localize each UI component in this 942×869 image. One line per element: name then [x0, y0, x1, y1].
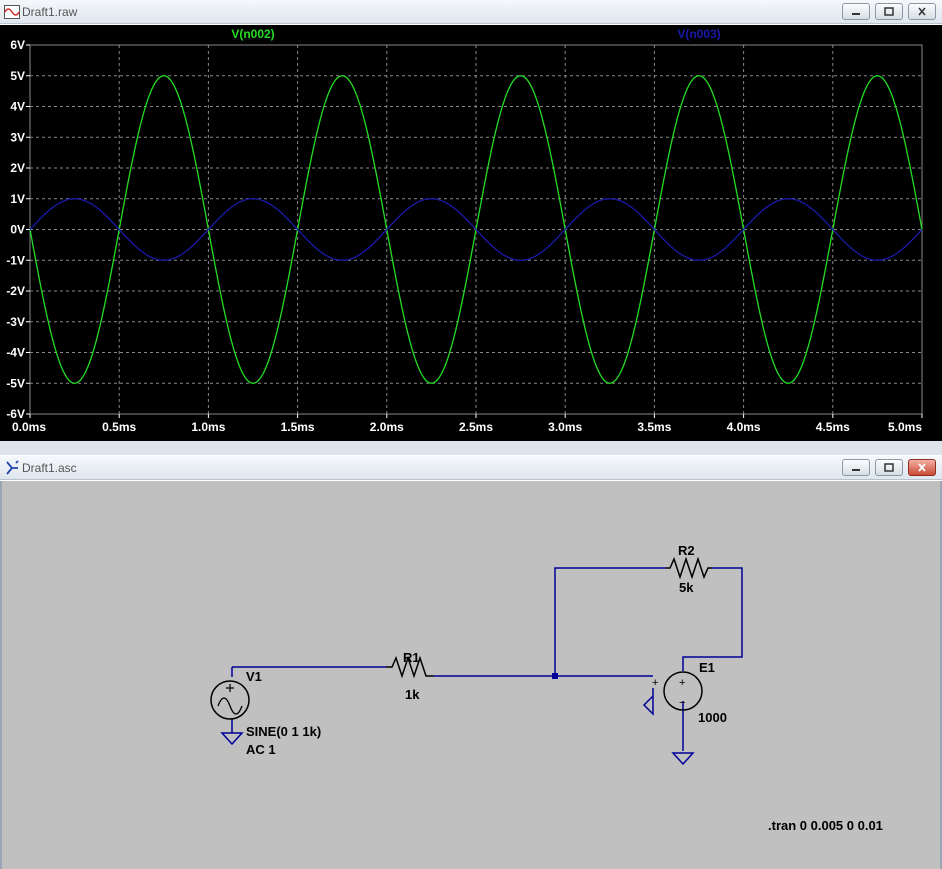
y-tick-label: -5V [6, 376, 25, 390]
ground-e1-icon [671, 752, 695, 766]
x-tick-label: 0.5ms [102, 420, 136, 434]
r2-name: R2 [678, 543, 695, 558]
resistor-r1[interactable] [386, 655, 434, 679]
plot-window-title: Draft1.raw [22, 5, 78, 19]
schematic-minimize-button[interactable] [842, 459, 870, 476]
y-tick-label: -3V [6, 315, 25, 329]
close-icon [918, 463, 926, 472]
trace-v-n003- [29, 198, 923, 261]
e1-minus-sign: − [679, 697, 685, 709]
plot-grid [29, 44, 923, 415]
legend-label[interactable]: V(n003) [677, 27, 720, 41]
plot-axes: 0.0ms 0.5ms 1.0ms 1.5ms 2.0ms 2.5ms 3.0ms 3.5ms… [6, 38, 923, 434]
wires [231, 567, 743, 751]
plus-sign-icon [226, 684, 234, 692]
r2-value: 5k [679, 580, 694, 595]
x-tick-label: 1.5ms [281, 420, 315, 434]
minimize-button[interactable] [842, 3, 870, 20]
vcvs-e1[interactable]: + − + [642, 671, 703, 716]
y-tick-label: -4V [6, 346, 25, 360]
plot-window-titlebar[interactable]: Draft1.raw [0, 0, 942, 24]
ground-e1-input-icon [642, 688, 654, 716]
v1-name: V1 [246, 669, 262, 684]
schematic-drawing[interactable]: R1 1k R2 5k V1 SINE(0 1 1k) AC 1 + − + E… [2, 481, 940, 869]
x-tick-label: 3.5ms [637, 420, 671, 434]
wire-feedback-right[interactable] [682, 567, 743, 671]
y-tick-label: -1V [6, 253, 25, 267]
y-tick-label: 4V [10, 100, 25, 114]
restore-icon [884, 463, 894, 472]
v1-ac: AC 1 [246, 742, 276, 757]
junction-dot [552, 673, 558, 679]
resistor-r2[interactable] [666, 556, 712, 580]
restore-icon [884, 7, 894, 16]
schematic-window-title: Draft1.asc [22, 461, 77, 475]
v1-value: SINE(0 1 1k) [246, 724, 321, 739]
close-button[interactable] [908, 3, 936, 20]
restore-button[interactable] [875, 3, 903, 20]
e1-name: E1 [699, 660, 715, 675]
y-tick-label: -2V [6, 284, 25, 298]
schematic-canvas[interactable]: R1 1k R2 5k V1 SINE(0 1 1k) AC 1 + − + E… [0, 481, 942, 869]
sine-wave-icon [217, 697, 243, 715]
x-tick-label: 0.0ms [12, 420, 46, 434]
source-circle-icon [210, 680, 250, 720]
y-tick-label: 6V [10, 38, 25, 52]
y-tick-label: 3V [10, 130, 25, 144]
schematic-restore-button[interactable] [875, 459, 903, 476]
x-tick-label: 3.0ms [548, 420, 582, 434]
schematic-close-button[interactable] [908, 459, 936, 476]
x-tick-label: 4.5ms [816, 420, 850, 434]
y-tick-label: -6V [6, 407, 25, 421]
x-tick-label: 4.0ms [727, 420, 761, 434]
y-tick-label: 1V [10, 192, 25, 206]
e1-plus-sign: + [679, 677, 685, 689]
schematic-window-titlebar[interactable]: Draft1.asc [0, 456, 942, 480]
r1-name: R1 [403, 650, 420, 665]
waveform-plot[interactable]: 0.0ms 0.5ms 1.0ms 1.5ms 2.0ms 2.5ms 3.0ms 3.5ms… [0, 25, 942, 441]
legend-label[interactable]: V(n002) [231, 27, 274, 41]
spice-directive[interactable]: .tran 0 0.005 0 0.01 [768, 818, 883, 833]
x-tick-label: 1.0ms [191, 420, 225, 434]
y-tick-label: 5V [10, 69, 25, 83]
y-tick-label: 0V [10, 223, 25, 237]
x-tick-label: 2.0ms [370, 420, 404, 434]
voltage-source-v1[interactable] [210, 680, 250, 720]
plot-legend: V(n002) V(n003) [231, 27, 720, 41]
waveform-icon [4, 5, 20, 19]
minimize-icon [852, 469, 860, 471]
ground-v1-icon [220, 732, 244, 746]
x-tick-label: 2.5ms [459, 420, 493, 434]
ltspice-icon [6, 460, 19, 475]
source-circle-icon [663, 671, 703, 711]
r1-value: 1k [405, 687, 420, 702]
waveform-chart[interactable]: 0.0ms 0.5ms 1.0ms 1.5ms 2.0ms 2.5ms 3.0ms 3.5ms… [0, 25, 942, 441]
y-tick-label: 2V [10, 161, 25, 175]
x-tick-label: 5.0ms [888, 420, 922, 434]
minimize-icon [852, 13, 860, 15]
wire-feedback-left[interactable] [554, 567, 666, 676]
window-gap [0, 441, 942, 455]
e1-value: 1000 [698, 710, 727, 725]
plot-traces [29, 75, 923, 384]
e1-input-plus: + [652, 677, 658, 689]
close-icon [918, 7, 926, 16]
